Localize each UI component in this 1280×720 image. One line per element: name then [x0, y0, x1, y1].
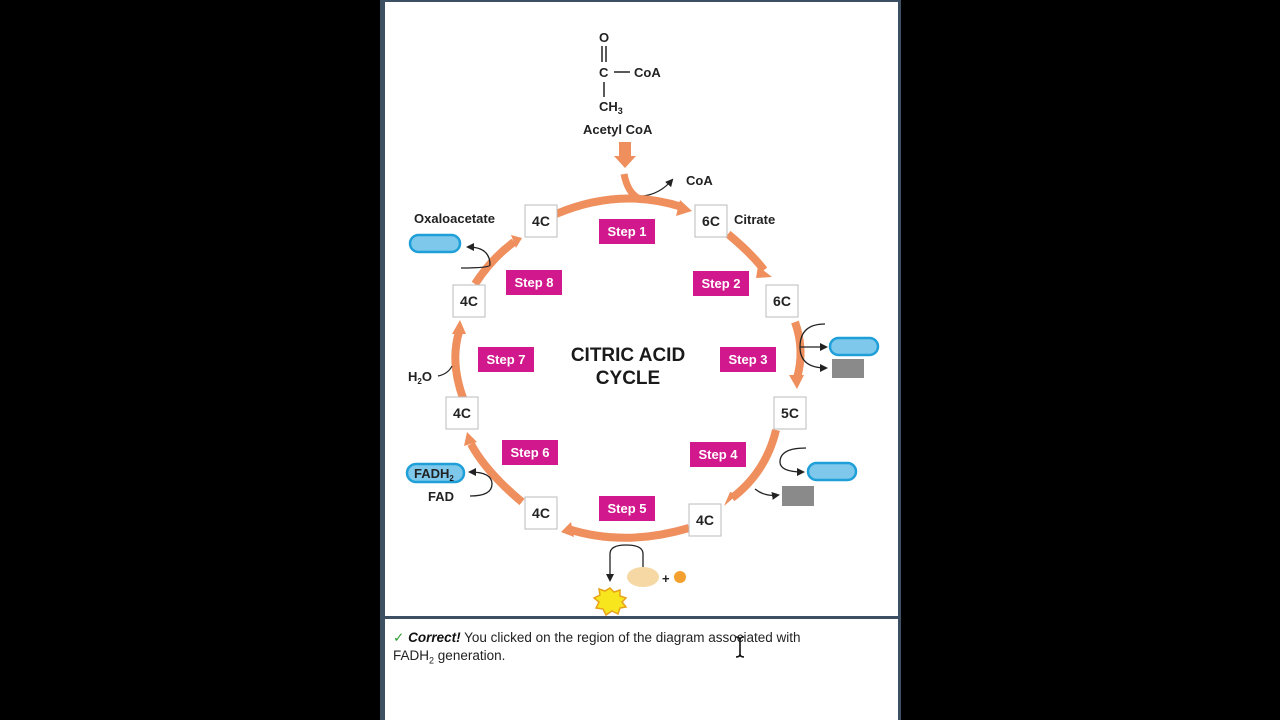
fadh2-label: FADH2 [414, 466, 454, 483]
step-6-badge[interactable]: Step 6 [502, 440, 558, 465]
feedback-fadh-sub: 2 [429, 655, 435, 666]
step-7-badge[interactable]: Step 7 [478, 347, 534, 372]
svg-text:4C: 4C [696, 512, 714, 528]
svg-text:4C: 4C [460, 293, 478, 309]
svg-text:6C: 6C [702, 213, 720, 229]
step-badges: Step 1 Step 2 Step 3 Step 4 Step 5 [478, 219, 776, 521]
feedback-tail: generation. [437, 648, 506, 663]
water-label: H2O [408, 369, 432, 386]
acetyl-coa-label: Acetyl CoA [583, 122, 653, 137]
co2-blank[interactable] [832, 359, 864, 378]
step-3-outputs[interactable] [799, 323, 880, 378]
carbon-boxes: 4C 6C 6C 5C 4C [445, 204, 807, 537]
cycle-arrowheads [452, 200, 804, 537]
carbon-atom: C [599, 65, 609, 80]
oxygen-atom: O [599, 30, 609, 45]
acetyl-coa-structure: O C CoA CH3 Acetyl CoA [583, 30, 661, 137]
svg-text:Step 5: Step 5 [607, 501, 646, 516]
coa-group: CoA [634, 65, 661, 80]
cycle-title: CITRIC ACID CYCLE [571, 345, 685, 389]
nadh-carrier-blank[interactable] [828, 336, 880, 357]
step-1-badge[interactable]: Step 1 [599, 219, 655, 244]
question-panel: O C CoA CH3 Acetyl CoA CoA [380, 0, 901, 720]
malate-box[interactable]: 4C [452, 284, 486, 318]
step-8-badge[interactable]: Step 8 [506, 270, 562, 295]
gtp-star-blank[interactable] [592, 587, 628, 617]
entry-arrow: CoA [614, 142, 713, 203]
nadh-carrier-blank[interactable] [408, 233, 462, 254]
fad-label: FAD [428, 489, 454, 504]
methyl-group: CH3 [599, 99, 623, 116]
step-3-badge[interactable]: Step 3 [720, 347, 776, 372]
svg-text:4C: 4C [532, 213, 550, 229]
correct-label: Correct! [408, 630, 461, 645]
svg-text:Step 8: Step 8 [514, 275, 553, 290]
diagram-frame: O C CoA CH3 Acetyl CoA CoA [385, 0, 898, 620]
svg-text:CYCLE: CYCLE [596, 368, 660, 389]
step-4-outputs[interactable] [754, 447, 858, 506]
fadh2-carrier[interactable] [405, 462, 466, 484]
svg-text:Step 7: Step 7 [486, 352, 525, 367]
plus-sign: + [662, 571, 670, 586]
svg-text:4C: 4C [532, 505, 550, 521]
succinyl-coa-box[interactable]: 4C [688, 503, 722, 537]
check-icon: ✓ [393, 630, 405, 645]
svg-text:6C: 6C [773, 293, 791, 309]
isocitrate-box[interactable]: 6C [765, 284, 799, 318]
step-5-badge[interactable]: Step 5 [599, 496, 655, 521]
step-6-fadh2-region[interactable]: FADH2 FAD [405, 462, 493, 504]
svg-text:5C: 5C [781, 405, 799, 421]
alpha-ketoglutarate-box[interactable]: 5C [773, 396, 807, 430]
feedback-fadh: FADH [393, 648, 430, 663]
svg-text:Step 2: Step 2 [701, 276, 740, 291]
citrate-label: Citrate [734, 212, 775, 227]
section-divider [385, 616, 898, 619]
feedback-text: You clicked on the region of the diagram… [464, 630, 801, 645]
nadh-carrier-blank[interactable] [806, 461, 858, 482]
released-coa-label: CoA [686, 173, 713, 188]
svg-text:4C: 4C [453, 405, 471, 421]
step-7-water: H2O [408, 365, 453, 386]
step-2-badge[interactable]: Step 2 [693, 271, 749, 296]
step-5-outputs[interactable]: + [592, 544, 686, 617]
svg-text:Step 4: Step 4 [698, 447, 738, 462]
succinate-box[interactable]: 4C [524, 496, 558, 530]
cycle-arrows [451, 194, 805, 542]
oxaloacetate-box[interactable]: 4C [524, 204, 558, 238]
phosphate-blank[interactable] [674, 571, 686, 583]
oxaloacetate-label: Oxaloacetate [414, 211, 495, 226]
svg-text:Step 6: Step 6 [510, 445, 549, 460]
co2-blank[interactable] [782, 486, 814, 506]
text-cursor-icon [735, 636, 745, 658]
svg-text:Step 3: Step 3 [728, 352, 767, 367]
feedback-message: ✓ Correct! You clicked on the region of … [393, 629, 883, 670]
citrate-box[interactable]: 6C [694, 204, 728, 238]
svg-text:CITRIC ACID: CITRIC ACID [571, 345, 685, 366]
step-4-badge[interactable]: Step 4 [690, 442, 746, 467]
step-8-output[interactable] [408, 233, 491, 269]
svg-text:Step 1: Step 1 [607, 224, 646, 239]
citric-acid-cycle-diagram[interactable]: O C CoA CH3 Acetyl CoA CoA [385, 2, 898, 618]
gdp-blank[interactable] [627, 567, 659, 587]
fumarate-box[interactable]: 4C [445, 396, 479, 430]
